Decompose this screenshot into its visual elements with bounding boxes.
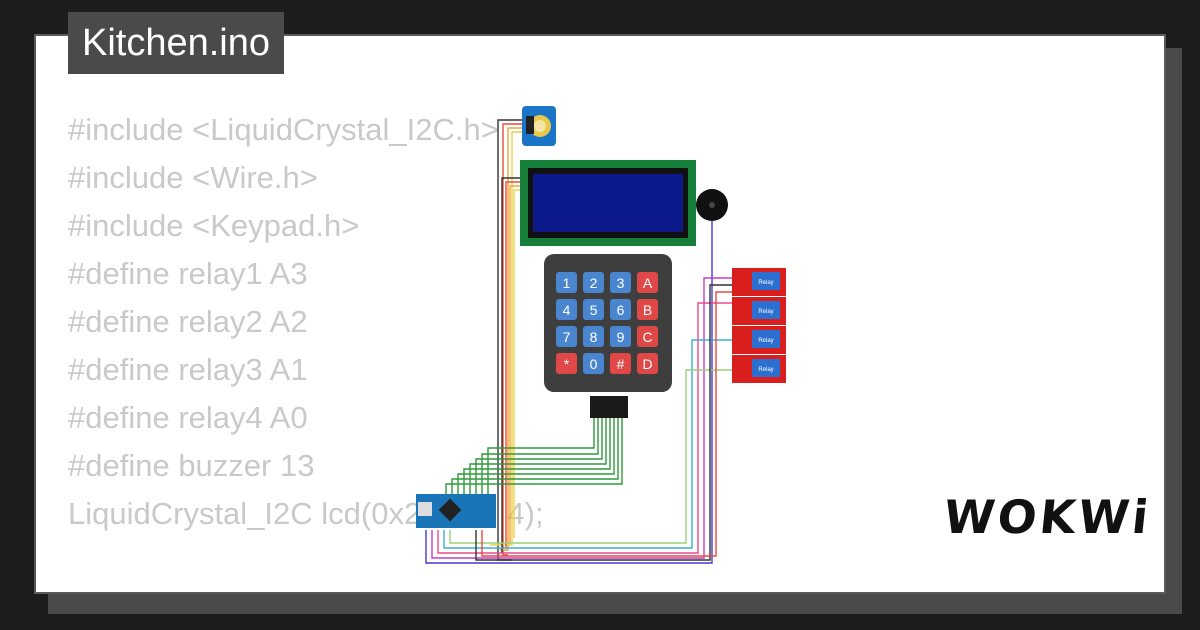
code-line: #define relay1 A3 (68, 256, 308, 291)
arduino-nano[interactable] (416, 494, 496, 528)
keypad-key[interactable] (637, 299, 658, 320)
keypad-key-label: # (617, 356, 625, 372)
code-line: #include <Keypad.h> (68, 208, 360, 243)
keypad-key-label: 4 (563, 302, 571, 318)
keypad-key[interactable] (556, 272, 577, 293)
keypad-key[interactable] (583, 353, 604, 374)
wokwi-logo: WOKWi (941, 490, 1154, 544)
keypad-key[interactable] (610, 272, 631, 293)
keypad-key-label: 9 (617, 329, 625, 345)
relay-label: Relay (758, 338, 773, 344)
keypad-key-label: D (642, 356, 652, 372)
keypad-key[interactable] (637, 272, 658, 293)
project-title[interactable]: Kitchen.ino (68, 12, 285, 74)
keypad-key-label: 8 (590, 329, 598, 345)
code-line: #define relay2 A2 (68, 304, 308, 339)
keypad-key-label: 2 (590, 275, 598, 291)
keypad-key[interactable] (637, 353, 658, 374)
keypad-key[interactable] (556, 299, 577, 320)
keypad-key-label: B (643, 302, 652, 318)
keypad-key[interactable] (610, 299, 631, 320)
keypad-key-label: 6 (617, 302, 625, 318)
keypad-key-label: 5 (590, 302, 598, 318)
keypad-key-label: 0 (590, 356, 598, 372)
relay-modules[interactable]: Relay Relay Relay Relay (732, 268, 786, 383)
buzzer[interactable] (696, 189, 728, 221)
code-line: #define relay4 A0 (68, 400, 308, 435)
keypad-key[interactable] (637, 326, 658, 347)
keypad-key[interactable] (610, 353, 631, 374)
keypad-key[interactable] (556, 353, 577, 374)
code-preview: #include <LiquidCrystal_I2C.h> #include <… (68, 106, 544, 592)
rtc-module[interactable] (522, 106, 556, 146)
keypad-key-label: 7 (563, 329, 571, 345)
keypad-key[interactable] (556, 326, 577, 347)
keypad-key-label: C (642, 329, 652, 345)
keypad-key-label: 1 (563, 275, 571, 291)
keypad-key-label: * (564, 356, 570, 372)
keypad-key-label: A (643, 275, 653, 291)
lcd-display[interactable] (520, 160, 696, 246)
keypad-key[interactable] (583, 326, 604, 347)
keypad-key[interactable] (583, 272, 604, 293)
wires (425, 119, 732, 564)
keypad-key[interactable] (610, 326, 631, 347)
code-line: #include <Wire.h> (68, 160, 318, 195)
code-line: #include <LiquidCrystal_I2C.h> (68, 112, 499, 147)
code-line: #define buzzer 13 (68, 448, 315, 483)
relay-label: Relay (758, 309, 773, 315)
keypad-key-label: 3 (617, 275, 625, 291)
code-line: #define relay3 A1 (68, 352, 308, 387)
relay-label: Relay (758, 367, 773, 373)
relay-label: Relay (758, 280, 773, 286)
keypad-keys: 1 2 3 A 4 5 6 B 7 8 9 C * 0 # D (556, 272, 658, 374)
keypad-key[interactable] (583, 299, 604, 320)
